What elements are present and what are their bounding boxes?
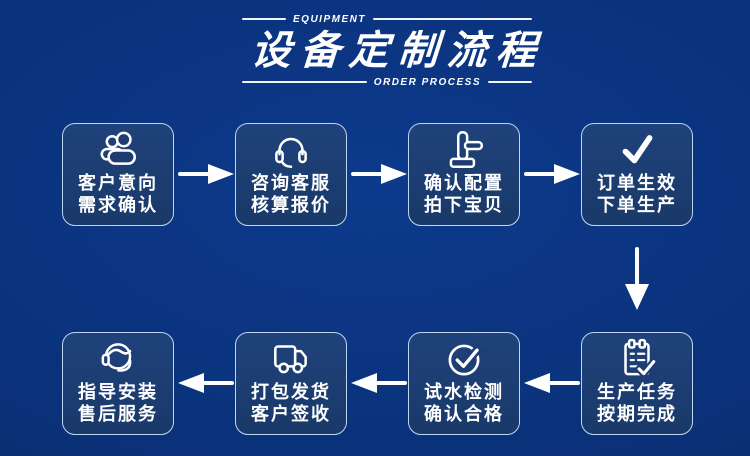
arrow-right-icon <box>351 164 407 184</box>
header-bottom-label: ORDER PROCESS <box>373 76 481 88</box>
step-line2: 售后服务 <box>78 404 158 424</box>
step-card-3: 确认配置 拍下宝贝 <box>408 123 520 226</box>
header-top-label: EQUIPMENT <box>293 13 366 25</box>
step-line1: 打包发货 <box>251 382 331 402</box>
step-line1: 订单生效 <box>597 173 677 193</box>
step-card-6: 试水检测 确认合格 <box>408 332 520 435</box>
header-line <box>372 18 532 20</box>
step-line1: 客户意向 <box>78 173 158 193</box>
arrow-left-icon <box>351 373 407 393</box>
arrow-down-icon <box>625 247 649 310</box>
step-label: 客户意向 需求确认 <box>78 172 158 216</box>
step-label: 确认配置 拍下宝贝 <box>424 172 504 216</box>
header-line <box>242 18 286 20</box>
step-card-8: 指导安装 售后服务 <box>62 332 174 435</box>
step-line2: 客户签收 <box>251 404 331 424</box>
step-line1: 试水检测 <box>424 382 504 402</box>
step-label: 打包发货 客户签收 <box>251 381 331 425</box>
step-line1: 确认配置 <box>424 173 504 193</box>
arrow-right-icon <box>524 164 580 184</box>
step-line1: 咨询客服 <box>251 173 331 193</box>
gavel-icon <box>449 130 484 168</box>
step-line1: 指导安装 <box>78 382 158 402</box>
arrow-left-icon <box>178 373 234 393</box>
step-card-1: 客户意向 需求确认 <box>62 123 174 226</box>
step-label: 生产任务 按期完成 <box>597 381 677 425</box>
header-line <box>488 81 532 83</box>
header: EQUIPMENT 设备定制流程 ORDER PROCESS <box>242 13 547 88</box>
step-label: 咨询客服 核算报价 <box>251 172 331 216</box>
support-agent-icon <box>101 343 132 372</box>
step-label: 指导安装 售后服务 <box>78 381 158 425</box>
step-line2: 下单生产 <box>597 195 677 215</box>
header-top-row: EQUIPMENT <box>242 13 532 25</box>
step-line2: 需求确认 <box>78 195 158 215</box>
header-bottom-row: ORDER PROCESS <box>242 76 532 88</box>
step-label: 订单生效 下单生产 <box>597 172 677 216</box>
truck-icon <box>274 345 307 374</box>
step-card-7: 打包发货 客户签收 <box>235 332 347 435</box>
circle-check-icon <box>448 344 482 376</box>
step-label: 试水检测 确认合格 <box>424 381 504 425</box>
step-card-2: 咨询客服 核算报价 <box>235 123 347 226</box>
task-list-icon <box>624 338 658 378</box>
step-card-5: 生产任务 按期完成 <box>581 332 693 435</box>
arrow-right-icon <box>178 164 234 184</box>
step-line2: 核算报价 <box>251 195 331 215</box>
header-line <box>242 81 367 83</box>
check-icon <box>622 135 653 164</box>
users-icon <box>100 131 136 165</box>
arrow-left-icon <box>524 373 580 393</box>
step-line1: 生产任务 <box>597 382 677 402</box>
step-card-4: 订单生效 下单生产 <box>581 123 693 226</box>
page-title: 设备定制流程 <box>249 29 547 73</box>
step-line2: 确认合格 <box>424 404 504 424</box>
step-line2: 按期完成 <box>597 404 677 424</box>
headset-icon <box>275 137 307 168</box>
step-line2: 拍下宝贝 <box>424 195 504 215</box>
